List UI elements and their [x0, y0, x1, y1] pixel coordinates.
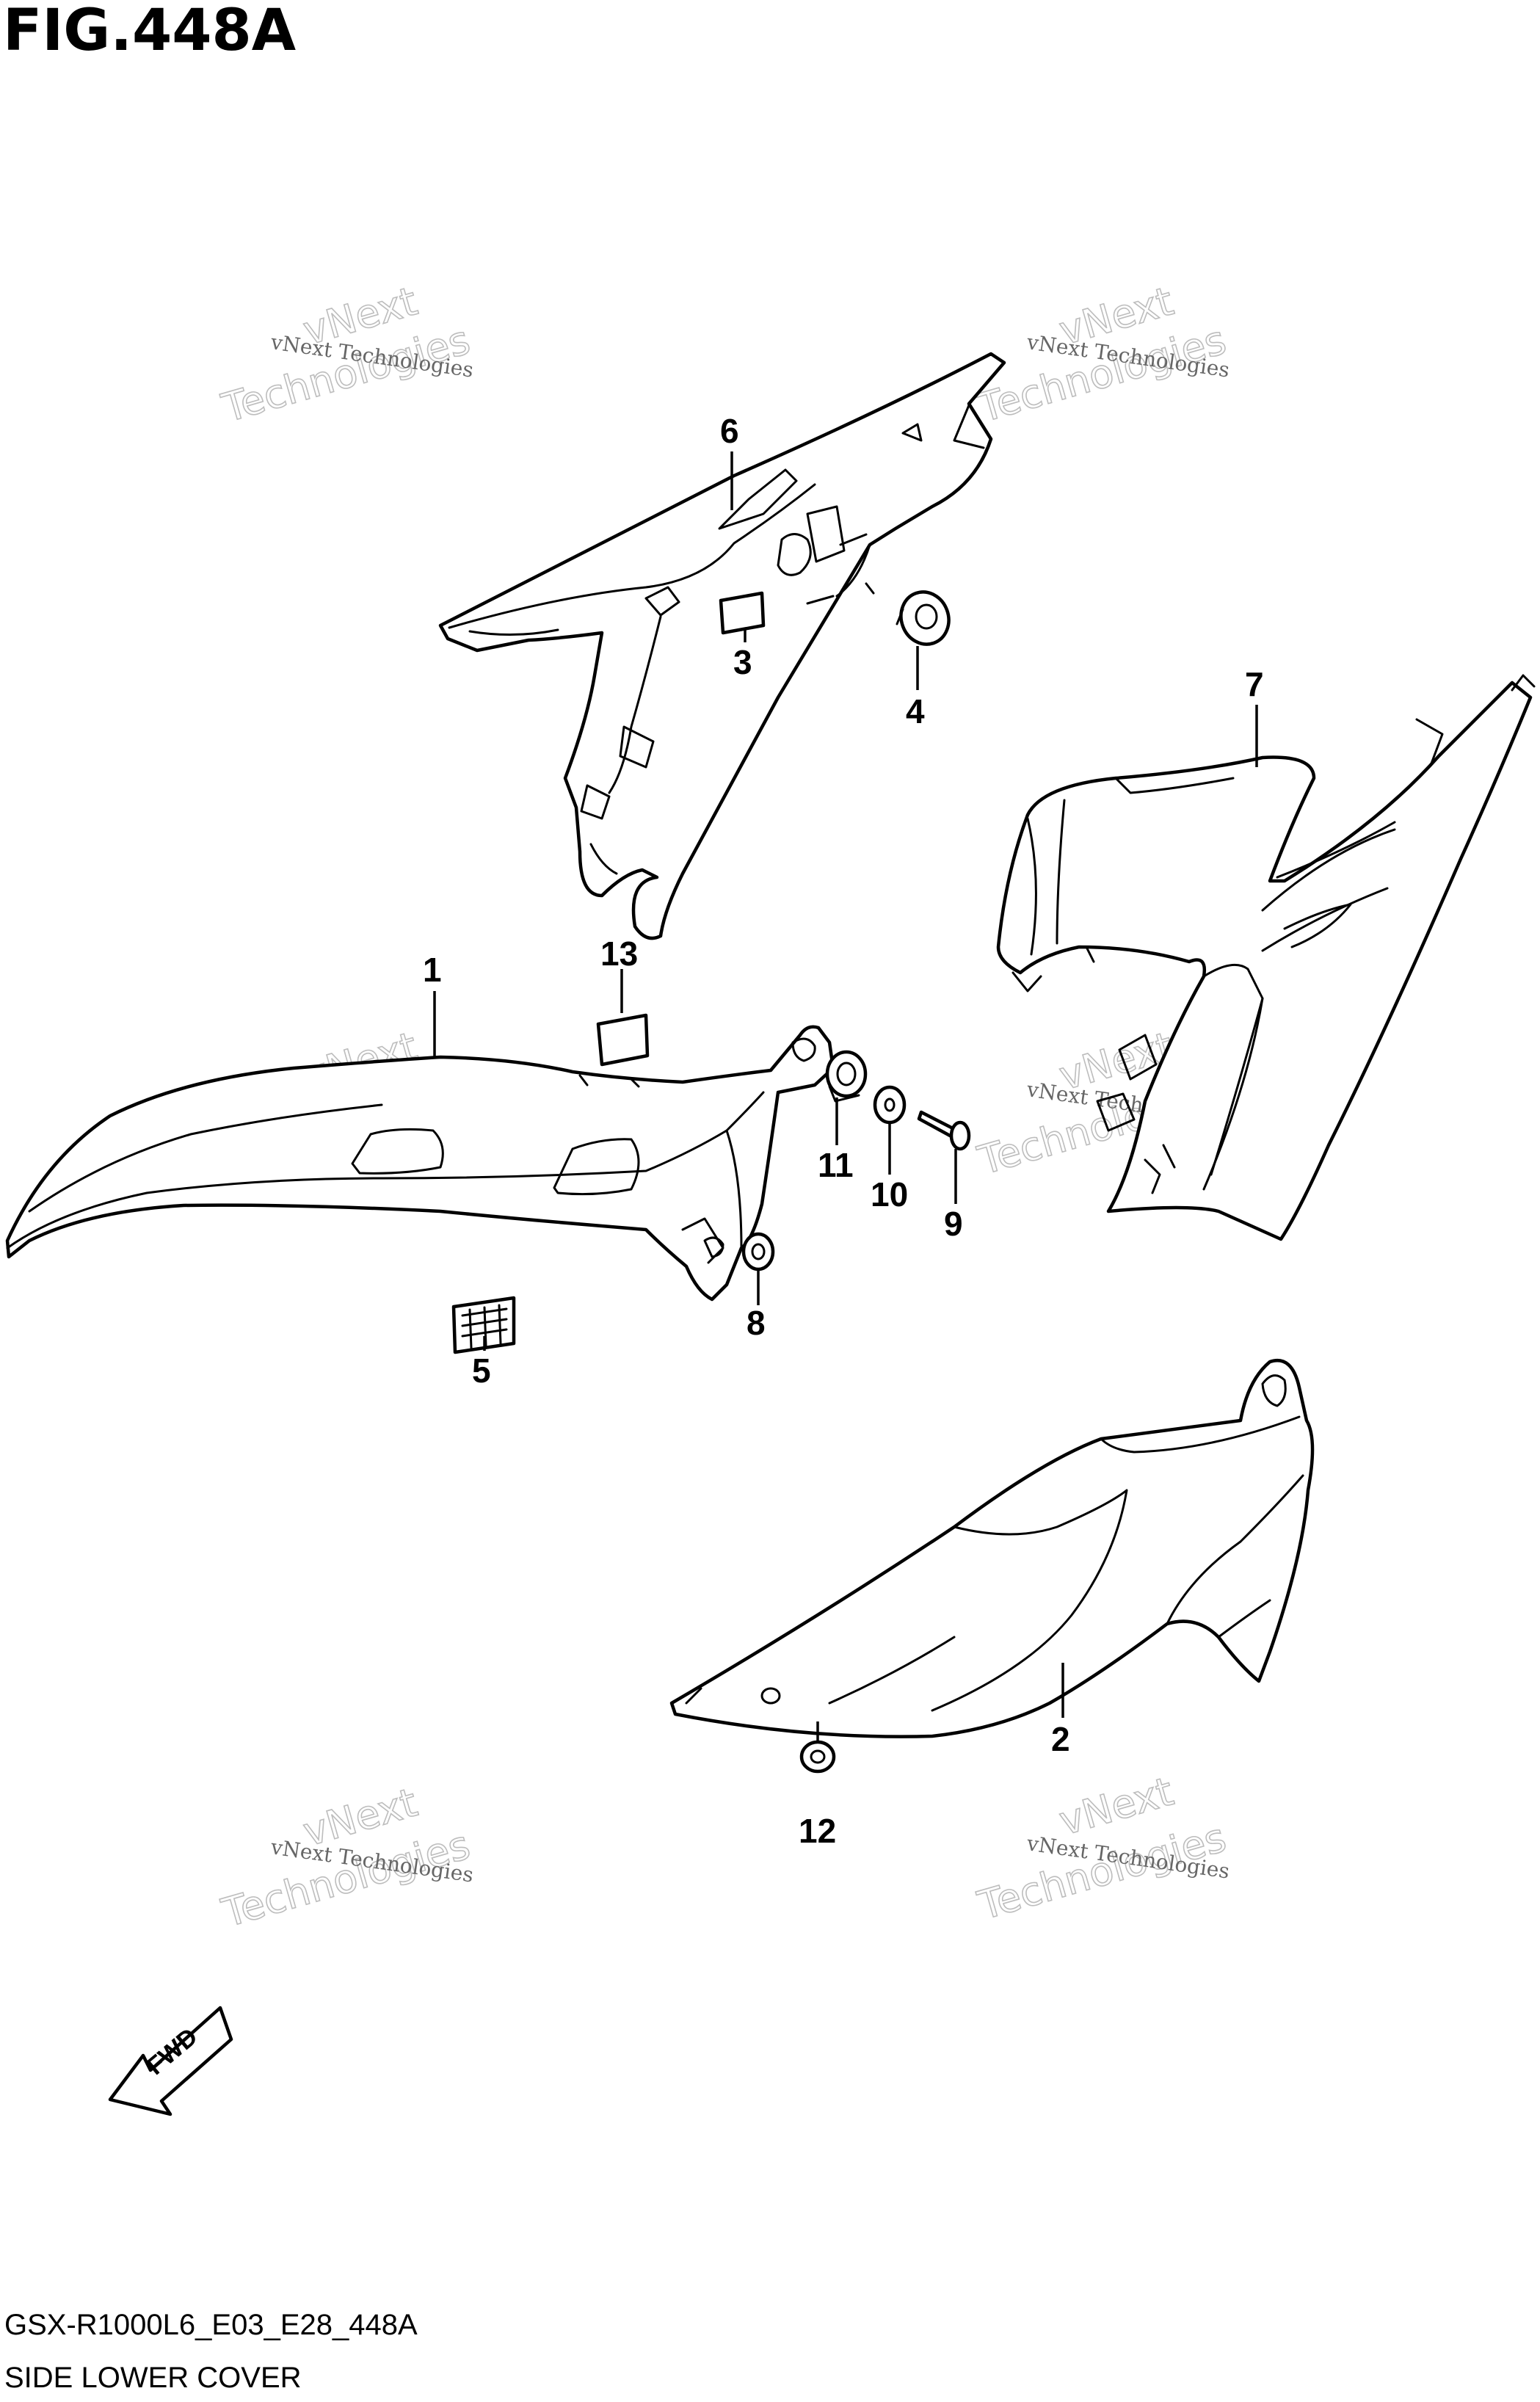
figure-title: FIG.448A: [3, 0, 296, 64]
callout-13: 13: [600, 935, 638, 973]
callout-6: 6: [720, 412, 739, 450]
part-11-nut: [825, 1050, 868, 1103]
callout-11: 11: [818, 1146, 854, 1184]
part-3-label: [719, 591, 766, 635]
figure-code: GSX-R1000L6_E03_E28_448A: [4, 2309, 418, 2341]
callout-1: 1: [423, 951, 442, 989]
part-7-right-cover: [996, 674, 1536, 1241]
part-2-lower-cover: [669, 1359, 1315, 1738]
callout-4: 4: [906, 692, 925, 730]
fwd-arrow-icon: FWD: [108, 2006, 233, 2116]
part-1-lower-cover: [5, 1025, 835, 1302]
part-5-reflector: [451, 1296, 516, 1354]
callout-12: 12: [799, 1812, 836, 1850]
callout-9: 9: [944, 1205, 963, 1243]
part-6-inner-panel: [438, 352, 1006, 940]
part-9-screw: [917, 1110, 971, 1151]
part-13-label: [596, 1013, 650, 1067]
callout-10: 10: [871, 1175, 908, 1213]
callout-2: 2: [1051, 1720, 1070, 1758]
part-12-nut: [799, 1740, 836, 1774]
callout-3: 3: [733, 643, 752, 681]
watermark-top-left: vNext Technologies vNext Technologies: [216, 277, 475, 432]
watermark-bottom-right: vNext Technologies vNext Technologies: [972, 1768, 1231, 1930]
callout-labels: 1 2 3 4 5 6 7 8 9 10 11 12 13: [423, 412, 1264, 1850]
callout-7: 7: [1245, 665, 1264, 703]
figure-name: SIDE LOWER COVER: [4, 2362, 302, 2394]
leader-lines: [433, 451, 1258, 1741]
part-4-grommet: [896, 590, 951, 646]
part-8-nut: [741, 1232, 775, 1271]
part-10-washer: [873, 1085, 907, 1125]
watermark-top-right: vNext Technologies vNext Technologies: [972, 277, 1231, 432]
callout-8: 8: [747, 1304, 766, 1342]
watermark-bottom-left: vNext Technologies vNext Technologies: [216, 1779, 475, 1937]
callout-5: 5: [472, 1351, 491, 1390]
